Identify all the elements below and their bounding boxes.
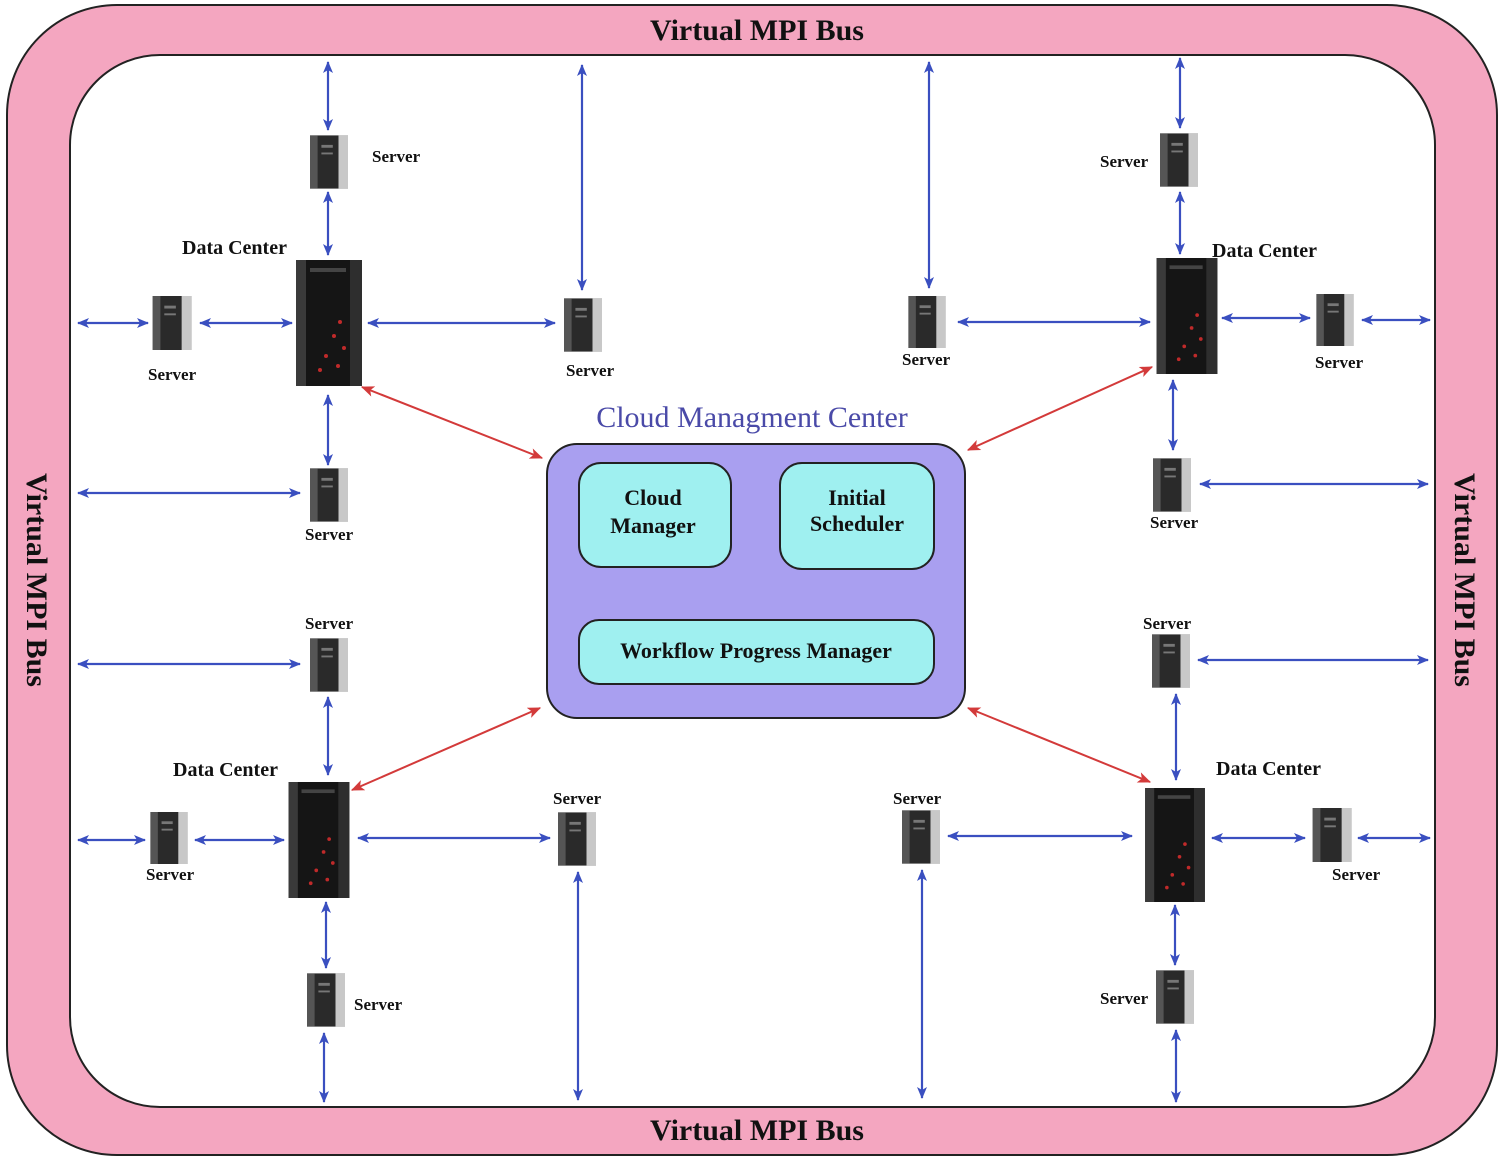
cluster-top-right: Server Data Center Server Server Server — [902, 133, 1364, 532]
server-icon — [1160, 133, 1198, 187]
cluster-bottom-right: Server Data Center Server Server Server — [893, 614, 1381, 1024]
server-icon — [558, 812, 596, 866]
data-center-label: Data Center — [182, 237, 287, 259]
server-label: Server — [148, 365, 197, 384]
management-link-arrow — [966, 366, 1154, 451]
server-icon — [150, 812, 188, 864]
bus-label-bottom: Virtual MPI Bus — [650, 1114, 864, 1147]
bus-links — [77, 57, 1431, 1103]
data-center-icon — [1145, 788, 1205, 902]
server-label: Server — [305, 614, 354, 633]
cloud-management-center: Cloud Managment Center Cloud Manager Ini… — [546, 401, 966, 719]
server-icon — [307, 973, 345, 1027]
management-links — [350, 366, 1154, 791]
data-center-label: Data Center — [1216, 758, 1321, 780]
server-icon — [310, 638, 348, 692]
bus-label-left: Virtual MPI Bus — [20, 473, 53, 687]
bus-label-right: Virtual MPI Bus — [1448, 473, 1481, 687]
server-label: Server — [305, 525, 354, 544]
management-link-arrow — [360, 386, 544, 459]
data-center-icon — [288, 782, 350, 898]
server-label: Server — [1143, 614, 1192, 633]
initial-scheduler-label-2: Scheduler — [810, 511, 904, 536]
server-label: Server — [146, 865, 195, 884]
server-icon — [310, 135, 348, 189]
server-icon — [1316, 294, 1354, 346]
workflow-progress-manager-label: Workflow Progress Manager — [620, 638, 892, 663]
server-icon — [902, 810, 940, 864]
cmc-title: Cloud Managment Center — [596, 401, 908, 434]
server-label: Server — [372, 147, 421, 166]
server-label: Server — [902, 350, 951, 369]
cloud-manager-label-1: Cloud — [624, 485, 681, 510]
server-icon — [310, 468, 348, 522]
cloud-manager-module: Cloud Manager — [578, 462, 732, 568]
server-icon — [1312, 808, 1352, 862]
data-center-icon — [1156, 258, 1218, 374]
server-icon — [1153, 458, 1191, 512]
data-center-label: Data Center — [1212, 240, 1317, 262]
server-label: Server — [354, 995, 403, 1014]
management-link-arrow — [966, 707, 1152, 783]
workflow-progress-manager-module: Workflow Progress Manager — [578, 619, 935, 685]
server-label: Server — [1315, 353, 1364, 372]
management-link-arrow — [350, 707, 542, 791]
server-label: Server — [893, 789, 942, 808]
server-icon — [152, 296, 192, 350]
server-label: Server — [1332, 865, 1381, 884]
server-label: Server — [1100, 989, 1149, 1008]
initial-scheduler-label-1: Initial — [828, 485, 885, 510]
cloud-manager-label-2: Manager — [610, 513, 696, 538]
bus-label-top: Virtual MPI Bus — [650, 14, 864, 47]
server-label: Server — [1100, 152, 1149, 171]
cluster-bottom-left: Server Data Center Server Server Server — [146, 614, 602, 1027]
server-icon — [1156, 970, 1194, 1024]
server-icon — [908, 296, 946, 348]
data-center-icon — [296, 260, 362, 386]
cluster-top-left: Server Data Center Server Server Server — [148, 135, 615, 544]
data-center-label: Data Center — [173, 759, 278, 781]
server-label: Server — [1150, 513, 1199, 532]
server-icon — [564, 298, 602, 352]
server-label: Server — [566, 361, 615, 380]
initial-scheduler-module: Initial Scheduler — [779, 462, 935, 570]
server-icon — [1152, 634, 1190, 688]
server-label: Server — [553, 789, 602, 808]
